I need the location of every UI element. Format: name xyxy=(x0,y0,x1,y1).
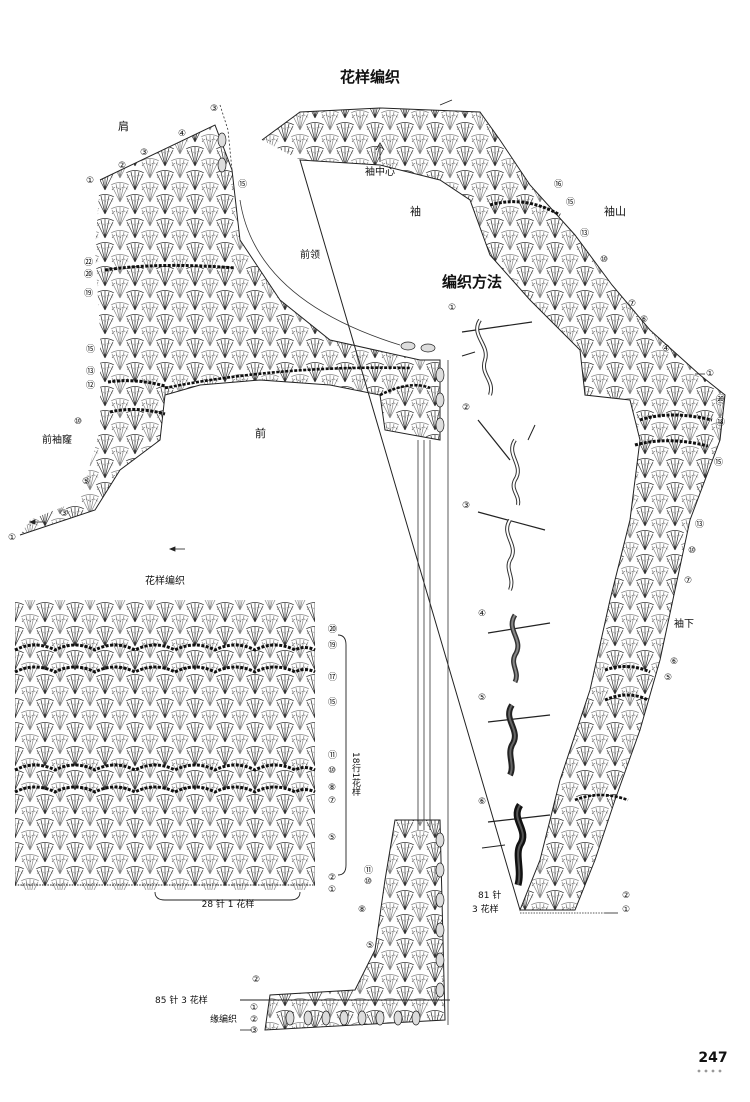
row-number: ⑬ xyxy=(86,366,95,377)
label-front-armhole: 前袖窿 xyxy=(42,433,72,446)
label-rows-repeat: 18行1花样 xyxy=(350,752,361,797)
part-labels: 肩 袖中心 袖 袖山 前领 前 前袖窿 袖下 花样编织 18行1花样 28 针 … xyxy=(42,119,728,1073)
row-number: ⑮ xyxy=(566,197,575,208)
row-number: ⑬ xyxy=(695,519,704,530)
row-number: ⑤ xyxy=(328,833,336,843)
row-number: ① xyxy=(250,1003,258,1013)
step-illustration-5 xyxy=(487,703,551,777)
label-shoulder: 肩 xyxy=(118,119,129,133)
label-sleeve-stitches-a: 81 针 xyxy=(478,889,501,901)
label-swatch-title: 花样编织 xyxy=(145,574,185,587)
step-number: ① xyxy=(448,303,456,313)
label-swatch-stitches: 28 针 1 花样 xyxy=(202,898,255,910)
step-number: ③ xyxy=(462,501,470,511)
row-number: ③ xyxy=(140,148,148,158)
row-number: ② xyxy=(250,1015,258,1025)
row-number: ② xyxy=(622,891,630,901)
page-number: 247 xyxy=(698,1050,727,1066)
row-number: ② xyxy=(118,161,126,171)
label-front-neck: 前领 xyxy=(300,248,320,261)
row-number: ⑰ xyxy=(328,672,337,683)
row-number: ④ xyxy=(178,129,186,139)
row-number: ② xyxy=(328,873,336,883)
row-number: ㉒ xyxy=(84,257,93,268)
row-number: ⑮ xyxy=(714,457,723,468)
step-illustration-4 xyxy=(487,613,551,684)
row-number: ① xyxy=(622,905,630,915)
row-number: ③ xyxy=(60,509,68,519)
step-numbers: ① ② ③ ④ ⑤ ⑥ xyxy=(448,303,486,807)
row-number: ⑩ xyxy=(364,877,372,887)
row-number: ① xyxy=(328,885,336,895)
step-illustration-6 xyxy=(481,803,551,886)
label-sleeve-stitches-b: 3 花样 xyxy=(472,903,499,915)
row-number: ⑪ xyxy=(364,865,373,876)
row-number: ⑦ xyxy=(628,299,636,309)
row-number: ⑬ xyxy=(580,228,589,239)
row-number: ⑱ xyxy=(716,417,725,428)
pattern-swatch xyxy=(14,600,347,901)
label-front: 前 xyxy=(255,426,266,440)
label-sleeve-cap: 袖山 xyxy=(604,204,626,218)
row-number: ⑫ xyxy=(86,380,95,391)
row-number: ① xyxy=(706,369,714,379)
direction-arrows xyxy=(28,99,705,1031)
step-illustration-1 xyxy=(461,318,533,396)
row-number: ⑤ xyxy=(664,673,672,683)
row-number: ① xyxy=(8,533,16,543)
row-number: ⑤ xyxy=(366,941,374,951)
row-number: ④ xyxy=(662,344,670,354)
label-underarm: 袖下 xyxy=(674,617,694,630)
row-number: ⑯ xyxy=(554,179,563,190)
sleeve-panel xyxy=(261,107,726,914)
row-number: ⑳ xyxy=(84,269,93,280)
step-number: ④ xyxy=(478,609,486,619)
row-number: ⑤ xyxy=(82,477,90,487)
row-number: ⑧ xyxy=(328,783,336,793)
step-number: ⑤ xyxy=(478,693,486,703)
row-number: ⑩ xyxy=(328,766,336,776)
label-edging: 缘编织 xyxy=(210,1013,237,1025)
row-number: ⑩ xyxy=(74,417,82,427)
method-illustrations xyxy=(461,318,551,886)
row-number: ⑲ xyxy=(84,288,93,299)
row-number: ⑮ xyxy=(238,179,247,190)
row-number: ⑥ xyxy=(670,657,678,667)
row-number: ⑲ xyxy=(328,640,337,651)
row-number: ③ xyxy=(210,104,218,114)
top-row-numbers: ④ ③ ② ③ ⑮ xyxy=(118,104,247,190)
label-bottom-stitches: 85 针 3 花样 xyxy=(155,994,208,1006)
row-number: ⑳ xyxy=(716,394,725,405)
row-number: ⑩ xyxy=(688,546,696,556)
sleeve-row-numbers: ⑯ ⑮ ⑬ ⑩ ⑦ ⑥ ④ ① ⑳ ⑱ ⑮ ⑬ ⑩ ⑦ ⑥ ⑤ ② ① xyxy=(554,179,725,915)
row-number: ⑩ xyxy=(600,255,608,265)
step-illustration-2 xyxy=(477,419,536,506)
row-number: ⑮ xyxy=(86,344,95,355)
row-number: ⑧ xyxy=(358,905,366,915)
step-illustration-3 xyxy=(477,511,546,591)
row-number: ⑪ xyxy=(328,750,337,761)
label-sleeve-center: 袖中心 xyxy=(365,165,395,178)
step-number: ⑥ xyxy=(478,797,486,807)
row-number: ⑦ xyxy=(328,796,336,806)
front-row-numbers: ① ㉒ ⑳ ⑲ ⑮ ⑬ ⑫ ⑩ ⑤ ③ ① xyxy=(8,176,95,543)
row-number: ⑳ xyxy=(328,624,337,635)
step-number: ② xyxy=(462,403,470,413)
diagram-title: 花样编织 xyxy=(340,68,400,86)
row-number: ② xyxy=(252,975,260,985)
row-number: ⑦ xyxy=(684,576,692,586)
row-number: ⑮ xyxy=(328,697,337,708)
label-sleeve: 袖 xyxy=(410,204,421,218)
row-number: ③ xyxy=(250,1026,258,1036)
row-number: ① xyxy=(86,176,94,186)
row-number: ⑥ xyxy=(640,315,648,325)
swatch-row-numbers: ⑳ ⑲ ⑰ ⑮ ⑪ ⑩ ⑧ ⑦ ⑤ ② ① xyxy=(328,624,337,895)
method-title: 编织方法 xyxy=(442,273,502,291)
bottom-row-numbers: ② ① ② ③ ⑤ ⑧ ⑩ ⑪ xyxy=(250,865,374,1036)
